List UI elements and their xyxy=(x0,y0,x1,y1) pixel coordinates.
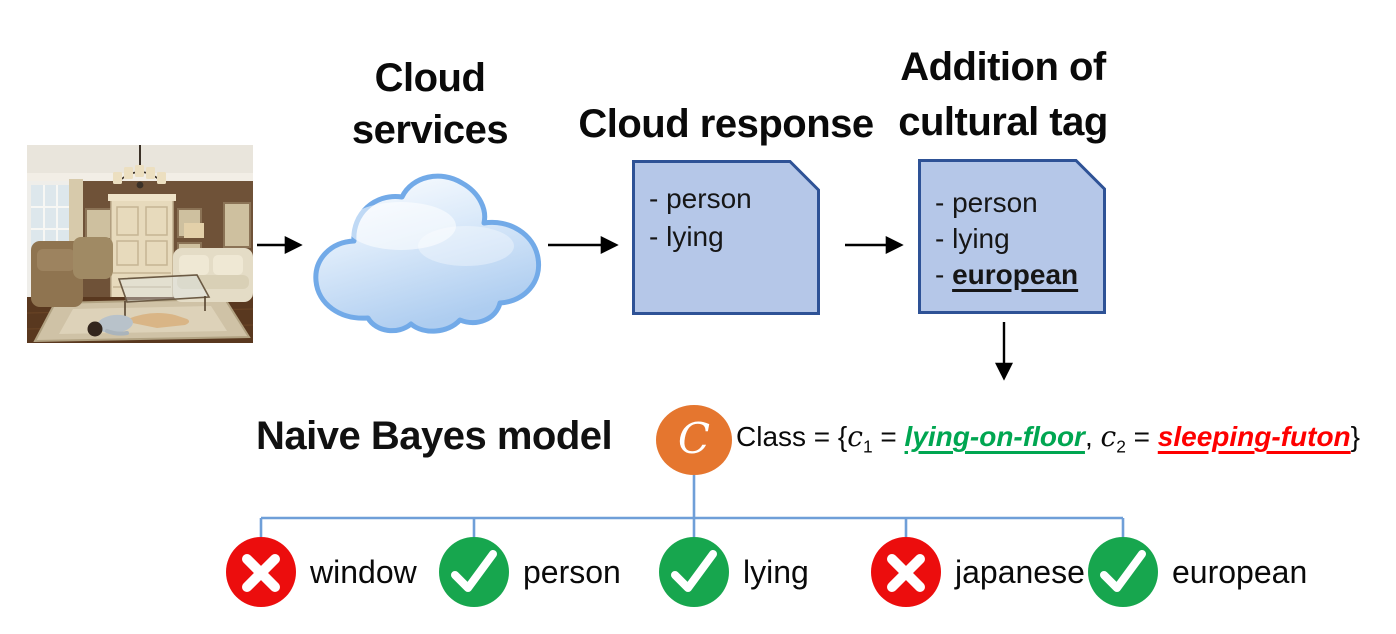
doc-shape-icon xyxy=(632,160,820,315)
tag-item-highlight: - european xyxy=(935,259,1079,290)
living-room-illustration xyxy=(27,145,253,343)
feature-label: lying xyxy=(743,553,809,590)
cross-icon xyxy=(887,554,925,592)
cultural-tag-title: Addition of cultural tag xyxy=(898,45,1108,144)
feature-badge xyxy=(439,537,509,607)
feature-badge xyxy=(1088,537,1158,607)
feature-european: european xyxy=(1088,537,1307,607)
cloud-services-title: Cloud services xyxy=(351,56,509,152)
response-doc: - person - lying xyxy=(632,160,820,315)
class-node-label: C xyxy=(677,413,711,463)
response-item: - lying xyxy=(649,221,724,252)
feature-japanese: japanese xyxy=(871,537,1085,607)
feature-badge xyxy=(659,537,729,607)
check-icon xyxy=(671,550,717,592)
class1-label: lying-on-floor xyxy=(904,421,1085,452)
check-icon xyxy=(451,550,497,592)
cloud-icon xyxy=(313,173,542,334)
tag-item: - lying xyxy=(935,223,1010,254)
check-icon xyxy=(1100,550,1146,592)
cross-icon xyxy=(242,554,280,592)
feature-window: window xyxy=(226,537,417,607)
tag-doc: - person - lying - european xyxy=(918,159,1106,314)
cloud-response-title: Cloud response xyxy=(578,102,874,146)
naive-bayes-title: Naive Bayes model xyxy=(256,414,613,458)
input-photo xyxy=(27,145,253,343)
feature-lying: lying xyxy=(659,537,809,607)
response-item: - person xyxy=(649,183,752,214)
doc-shape-icon xyxy=(918,159,1106,314)
feature-badge xyxy=(226,537,296,607)
feature-badge xyxy=(871,537,941,607)
feature-label: window xyxy=(310,553,417,590)
feature-label: person xyxy=(523,553,621,590)
class-node: C xyxy=(656,405,732,475)
feature-label: european xyxy=(1172,553,1308,590)
class-definition: Class = {c1 = lying-on-floor, c2 = sleep… xyxy=(736,420,1361,457)
feature-label: japanese xyxy=(955,553,1085,590)
tag-item: - person xyxy=(935,187,1038,218)
class2-label: sleeping-futon xyxy=(1157,421,1351,452)
european-tag: european xyxy=(952,259,1079,290)
feature-person: person xyxy=(439,537,621,607)
